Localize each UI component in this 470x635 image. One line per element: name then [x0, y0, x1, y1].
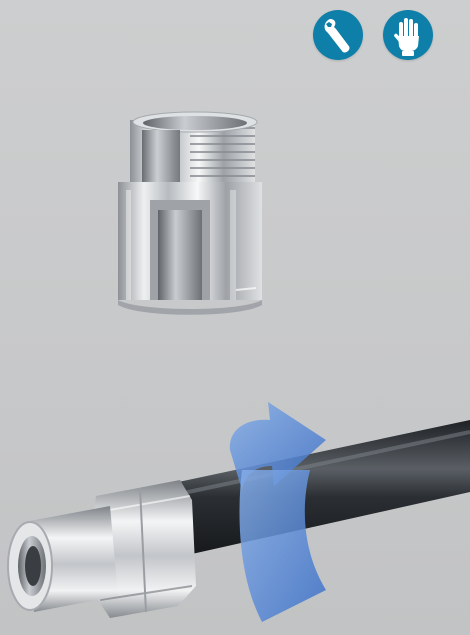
wrench-icon [313, 10, 363, 60]
cutaway-coupling [118, 111, 262, 315]
rotation-arrow-icon [229, 402, 326, 490]
tube-assembly [7, 402, 470, 622]
hand-glove-icon [383, 10, 433, 60]
